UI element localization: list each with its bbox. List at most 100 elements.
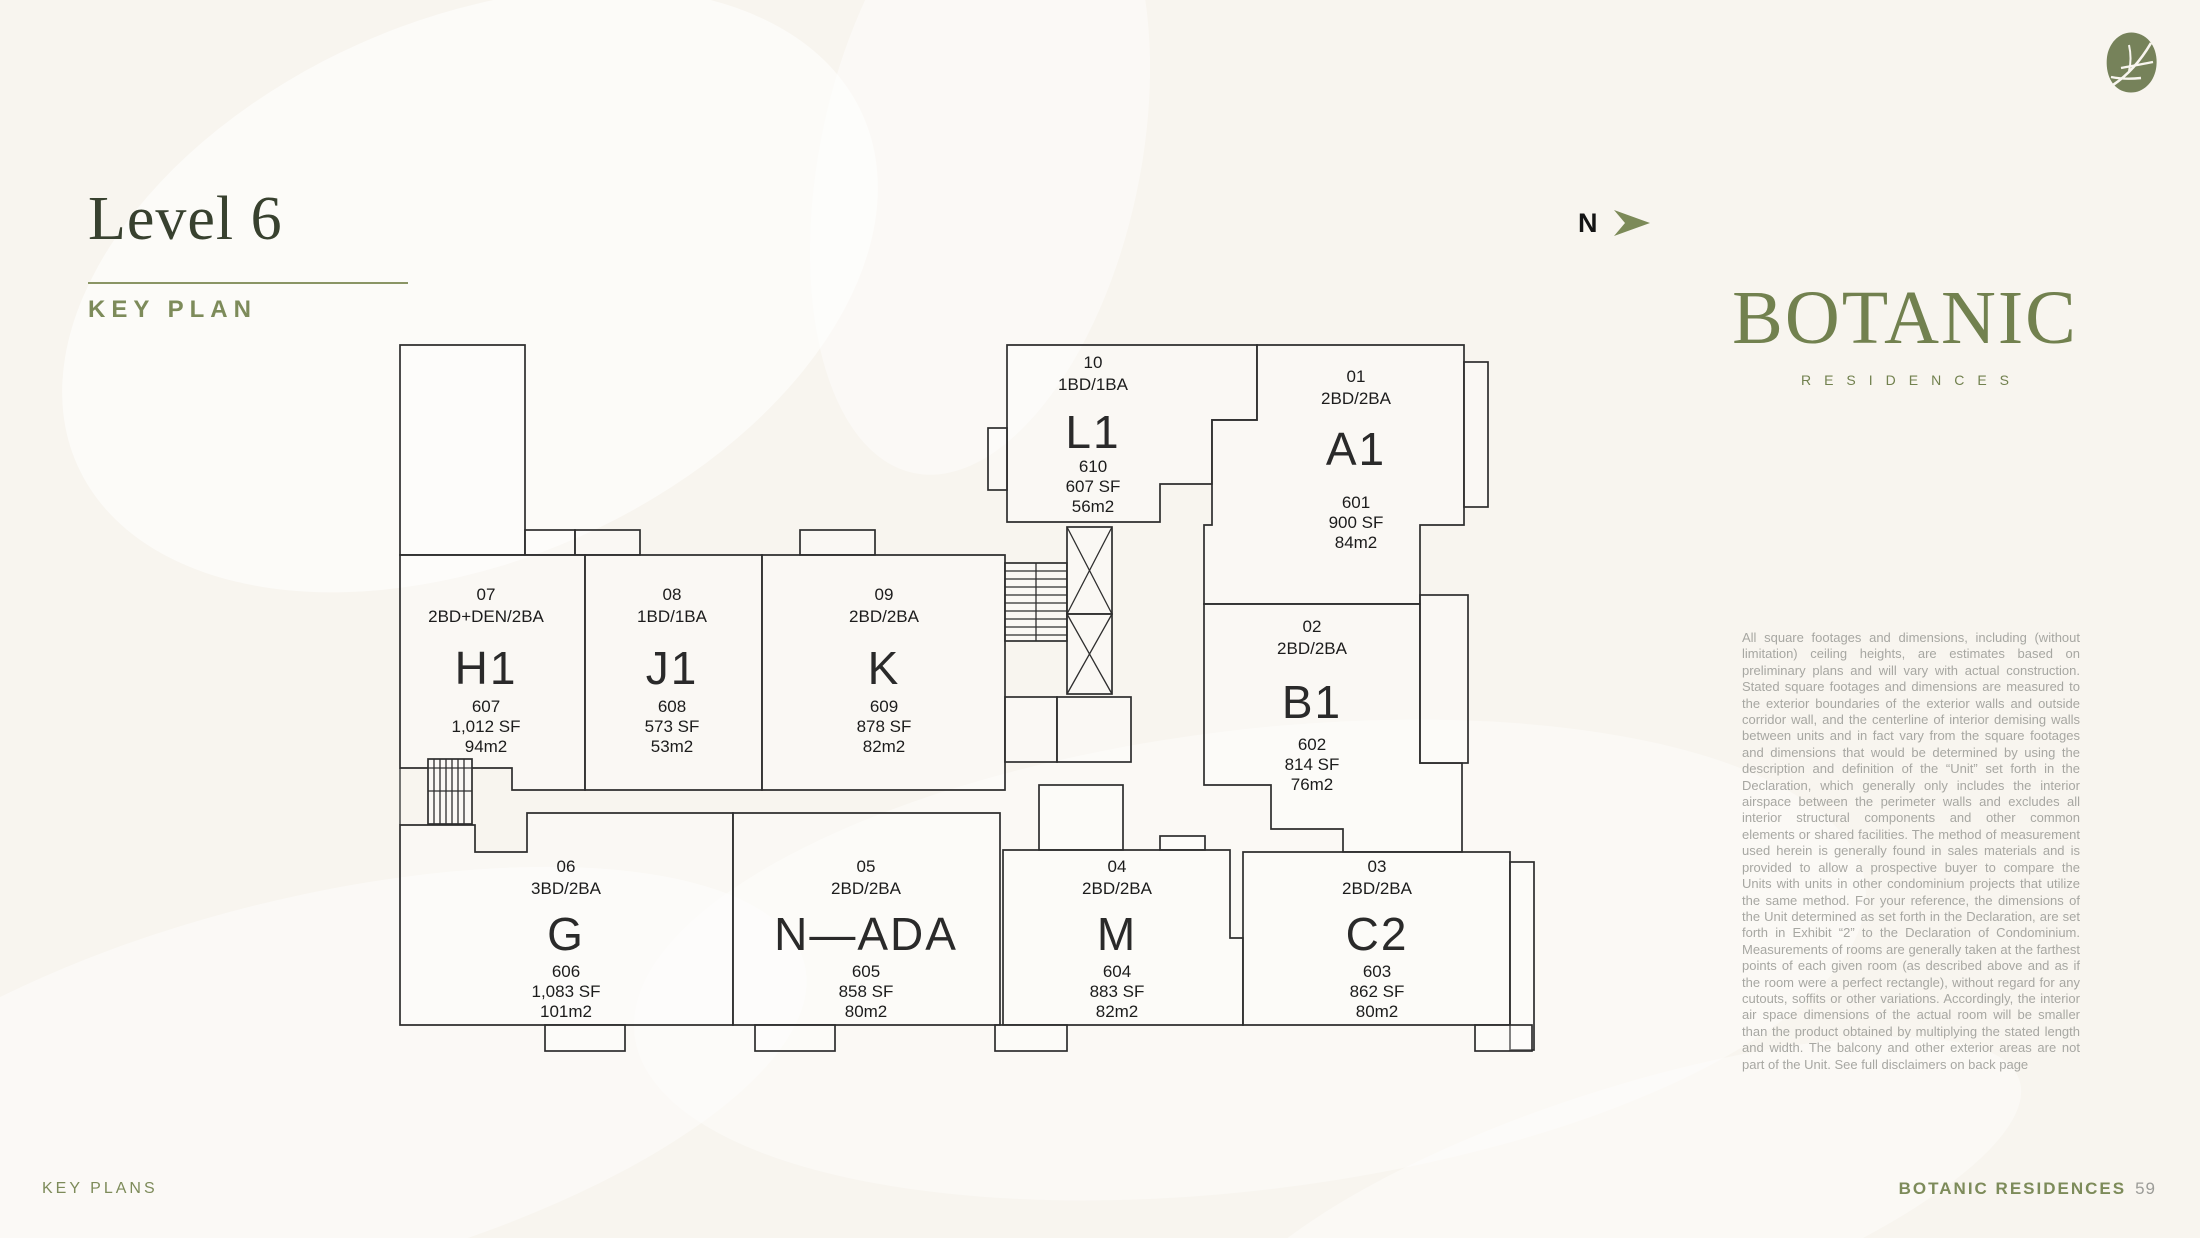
unit-id: 605 <box>852 962 880 981</box>
unit-model: N—ADA <box>774 908 958 960</box>
unit-area-m2: 80m2 <box>1356 1002 1399 1021</box>
unit-label-G: 06 3BD/2BA G 606 1,083 SF 101m2 <box>531 857 602 1021</box>
balcony <box>1509 861 1535 1051</box>
brand-logo: BOTANIC RESIDENCES <box>1730 280 2080 388</box>
unit-model: J1 <box>646 642 699 694</box>
unit-type: 1BD/1BA <box>637 607 708 626</box>
page-title: Level 6 <box>88 185 283 253</box>
unit-model: K <box>868 642 901 694</box>
unit-area-sf: 858 SF <box>839 982 894 1001</box>
unit-label-H1: 07 2BD+DEN/2BA H1 607 1,012 SF 94m2 <box>428 585 544 756</box>
unit-number: 07 <box>477 585 496 604</box>
unit-id: 609 <box>870 697 898 716</box>
unit-area-m2: 101m2 <box>540 1002 592 1021</box>
unit-area-sf: 883 SF <box>1090 982 1145 1001</box>
unit-id: 602 <box>1298 735 1326 754</box>
unit-area-sf: 1,012 SF <box>452 717 521 736</box>
unit-label-B1: 02 2BD/2BA B1 602 814 SF 76m2 <box>1277 617 1348 794</box>
stairs <box>427 758 473 825</box>
unit-area-m2: 82m2 <box>863 737 906 756</box>
unit-area-m2: 56m2 <box>1072 497 1115 516</box>
balcony <box>987 427 1008 491</box>
unit-type: 3BD/2BA <box>531 879 602 898</box>
unit-label-A1: 01 2BD/2BA A1 601 900 SF 84m2 <box>1321 367 1392 552</box>
unit-model: B1 <box>1282 676 1342 728</box>
north-indicator: N <box>1578 208 1652 239</box>
unit-area-m2: 82m2 <box>1096 1002 1139 1021</box>
unit-model: G <box>547 908 585 960</box>
unit-type: 2BD/2BA <box>1321 389 1392 408</box>
balcony <box>1474 1024 1533 1052</box>
footer-brand-name: BOTANIC RESIDENCES <box>1898 1179 2127 1198</box>
unit-number: 08 <box>663 585 682 604</box>
page-subtitle: KEY PLAN <box>88 296 257 323</box>
unit-number: 10 <box>1084 353 1103 372</box>
balcony <box>754 1024 836 1052</box>
unit-label-L1: 10 1BD/1BA L1 610 607 SF 56m2 <box>1058 353 1129 516</box>
unit-id: 608 <box>658 697 686 716</box>
unit-area-sf: 900 SF <box>1329 513 1384 532</box>
unit-id: 606 <box>552 962 580 981</box>
unit-number: 04 <box>1108 857 1127 876</box>
balcony <box>994 1024 1068 1052</box>
unit-type: 2BD+DEN/2BA <box>428 607 544 626</box>
north-label: N <box>1578 208 1598 238</box>
unit-label-C2: 03 2BD/2BA C2 603 862 SF 80m2 <box>1342 857 1413 1021</box>
unit-number: 03 <box>1368 857 1387 876</box>
floor-plan-walls <box>399 344 1535 1052</box>
unit-label-N-ADA: 05 2BD/2BA N—ADA 605 858 SF 80m2 <box>774 857 958 1021</box>
balcony <box>1419 594 1469 764</box>
unit-type: 2BD/2BA <box>1082 879 1153 898</box>
unit-area-sf: 814 SF <box>1285 755 1340 774</box>
unit-area-sf: 573 SF <box>645 717 700 736</box>
unit-id: 601 <box>1342 493 1370 512</box>
title-underline <box>88 282 408 284</box>
north-arrow-icon <box>1613 209 1650 236</box>
brand-logo-subtitle: RESIDENCES <box>1800 372 2023 388</box>
unit-label-K: 09 2BD/2BA K 609 878 SF 82m2 <box>849 585 920 756</box>
unit-model: L1 <box>1065 406 1120 458</box>
unit-model: C2 <box>1346 908 1409 960</box>
unit-area-m2: 80m2 <box>845 1002 888 1021</box>
page-number: 59 <box>2135 1179 2156 1198</box>
unit-id: 603 <box>1363 962 1391 981</box>
unit-id: 610 <box>1079 457 1107 476</box>
unit-id: 607 <box>472 697 500 716</box>
disclaimer-text: All square footages and dimensions, incl… <box>1742 630 2080 1072</box>
unit-type: 2BD/2BA <box>1342 879 1413 898</box>
footer-brand: BOTANIC RESIDENCES 59 <box>1899 1179 2156 1199</box>
footer-section-label: KEY PLANS <box>42 1180 158 1197</box>
balcony <box>544 1024 626 1052</box>
unit-model: H1 <box>455 642 518 694</box>
unit-outline-K <box>761 554 1006 791</box>
unit-type: 2BD/2BA <box>831 879 902 898</box>
unit-model: A1 <box>1326 423 1386 475</box>
unit-id: 604 <box>1103 962 1131 981</box>
unit-area-sf: 862 SF <box>1350 982 1405 1001</box>
balcony <box>1463 361 1489 508</box>
unit-label-J1: 08 1BD/1BA J1 608 573 SF 53m2 <box>637 585 708 756</box>
unit-model: M <box>1097 908 1137 960</box>
unit-area-sf: 1,083 SF <box>532 982 601 1001</box>
room-outline <box>399 344 526 556</box>
unit-type: 2BD/2BA <box>849 607 920 626</box>
unit-area-sf: 878 SF <box>857 717 912 736</box>
unit-type: 1BD/1BA <box>1058 375 1129 394</box>
unit-area-m2: 76m2 <box>1291 775 1334 794</box>
unit-number: 06 <box>557 857 576 876</box>
unit-area-m2: 94m2 <box>465 737 508 756</box>
brand-logo-wordmark: BOTANIC <box>1732 276 2078 360</box>
unit-number: 02 <box>1303 617 1322 636</box>
unit-type: 2BD/2BA <box>1277 639 1348 658</box>
unit-number: 01 <box>1347 367 1366 386</box>
unit-area-sf: 607 SF <box>1066 477 1121 496</box>
unit-area-m2: 84m2 <box>1335 533 1378 552</box>
unit-number: 09 <box>875 585 894 604</box>
unit-area-m2: 53m2 <box>651 737 694 756</box>
unit-number: 05 <box>857 857 876 876</box>
unit-label-M: 04 2BD/2BA M 604 883 SF 82m2 <box>1082 857 1153 1021</box>
elevator-shafts <box>1066 526 1113 695</box>
unit-outline-G <box>399 812 734 1026</box>
